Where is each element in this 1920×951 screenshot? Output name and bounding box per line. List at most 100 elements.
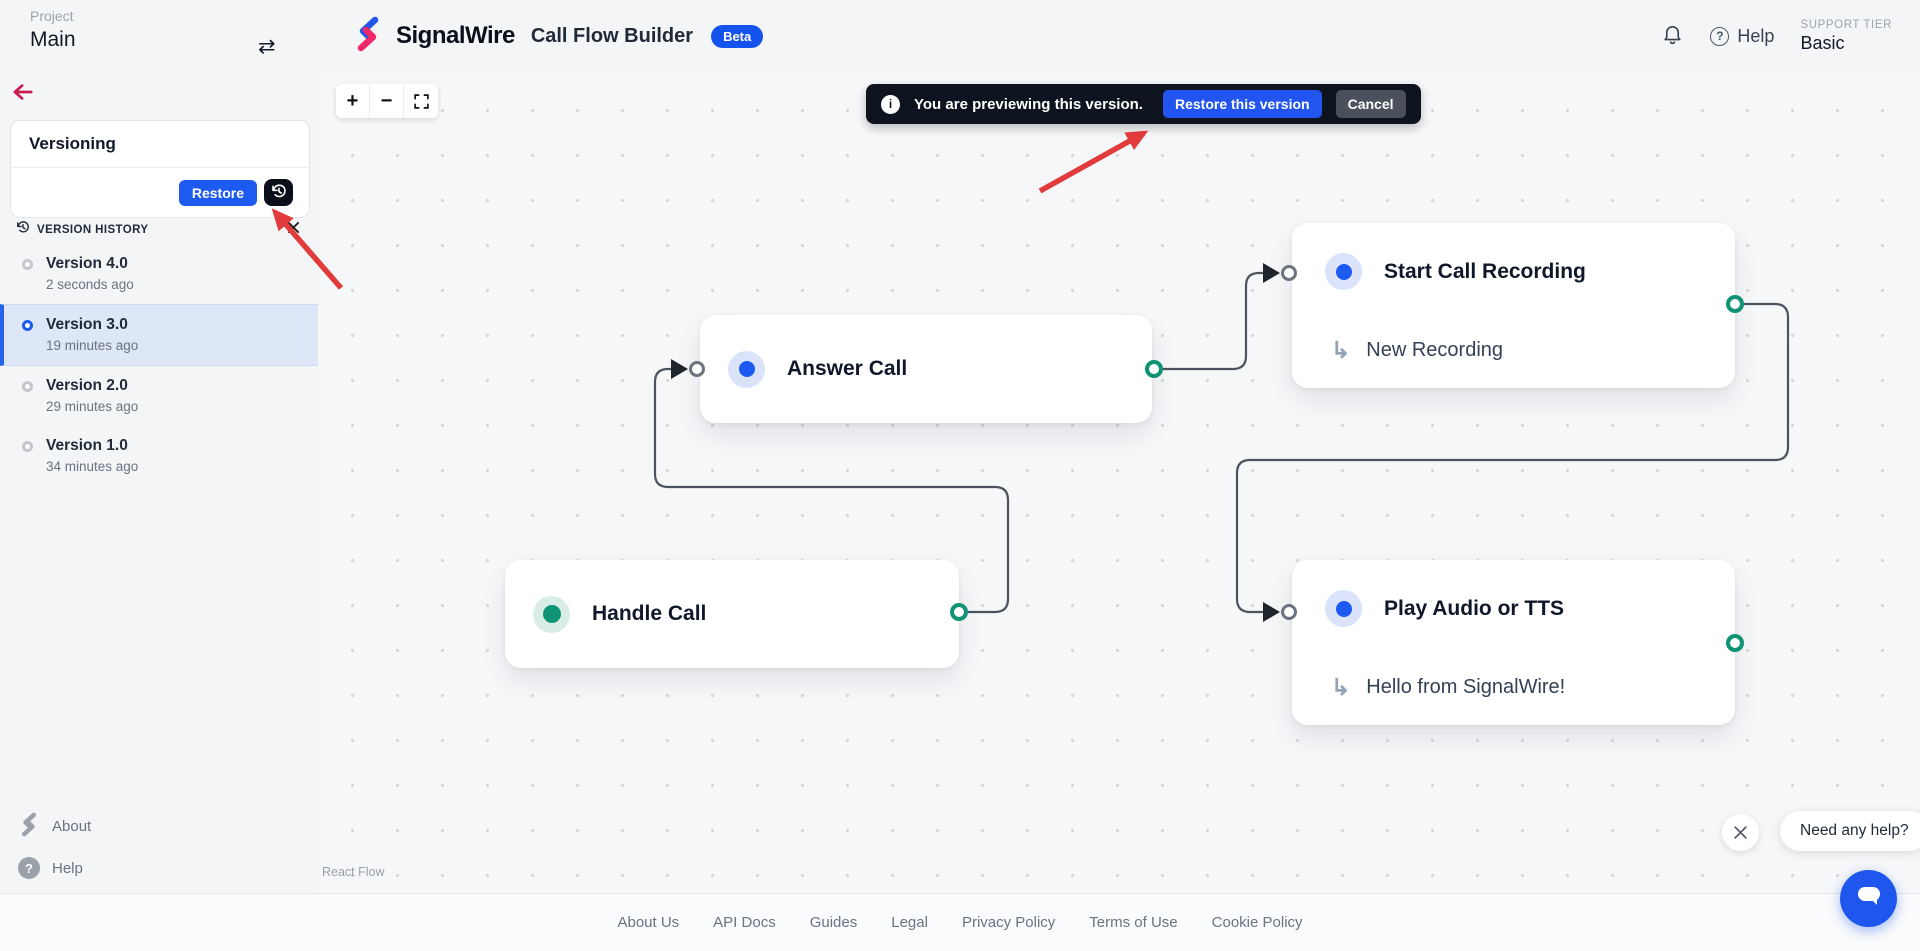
radio-icon	[22, 441, 33, 452]
help-label: Help	[1737, 25, 1775, 46]
node-title: Answer Call	[787, 357, 908, 380]
close-icon	[1734, 826, 1747, 839]
version-item-1[interactable]: Version 1.0 34 minutes ago	[0, 426, 318, 486]
node-answer-call[interactable]: Answer Call	[700, 315, 1152, 423]
node-title: Start Call Recording	[1384, 259, 1586, 283]
node-dot-icon	[1325, 590, 1362, 627]
app-header: Project Main ⇄ SignalWire Call Flow Buil…	[0, 0, 1920, 72]
version-time: 34 minutes ago	[46, 459, 139, 474]
dismiss-help-tooltip-button[interactable]	[1722, 814, 1759, 851]
zoom-out-button[interactable]: −	[370, 84, 404, 118]
fit-view-button[interactable]	[404, 84, 438, 118]
history-icon	[16, 220, 30, 239]
version-history-header: VERSION HISTORY	[0, 220, 318, 239]
branch-arrow-icon: ↳	[1331, 337, 1351, 363]
canvas-controls: + −	[336, 84, 438, 118]
sidebar-help-link[interactable]: ? Help	[18, 857, 91, 879]
brand-name: SignalWire	[396, 22, 515, 49]
support-tier-label: SUPPORT TIER	[1800, 18, 1892, 31]
version-history-title: VERSION HISTORY	[37, 223, 149, 236]
version-item-3[interactable]: Version 3.0 19 minutes ago	[0, 304, 318, 366]
version-time: 19 minutes ago	[46, 338, 139, 353]
bell-icon[interactable]	[1661, 22, 1684, 50]
help-label: Help	[52, 859, 83, 877]
brand-group: SignalWire Call Flow Builder Beta	[352, 0, 764, 72]
switch-project-icon[interactable]: ⇄	[258, 35, 276, 58]
support-tier-block: SUPPORT TIER Basic	[1800, 19, 1892, 54]
node-handle-call[interactable]: Handle Call	[505, 560, 959, 668]
close-icon[interactable]	[287, 221, 300, 239]
project-label: Project	[30, 8, 74, 24]
footer-link-legal[interactable]: Legal	[891, 914, 928, 931]
chat-launcher-button[interactable]	[1840, 870, 1897, 927]
signalwire-logo-icon	[352, 16, 384, 57]
node-title: Play Audio or TTS	[1384, 596, 1565, 620]
info-icon: i	[881, 94, 900, 114]
header-right: ? Help SUPPORT TIER Basic	[1661, 0, 1892, 72]
radio-icon	[22, 381, 33, 392]
footer-link-terms-of-use[interactable]: Terms of Use	[1089, 914, 1178, 931]
output-handle-handle-call[interactable]	[950, 603, 968, 621]
node-dot-icon	[1325, 253, 1362, 290]
radio-icon	[22, 320, 33, 331]
version-list: Version 4.0 2 seconds ago Version 3.0 19…	[0, 244, 318, 486]
signalwire-logo-gray-icon	[18, 812, 40, 841]
version-name: Version 3.0	[46, 316, 128, 333]
input-handle-answer-call[interactable]	[671, 359, 705, 379]
node-subtitle: Hello from SignalWire!	[1366, 676, 1566, 698]
flow-edges	[653, 271, 1790, 614]
beta-badge: Beta	[711, 24, 764, 48]
sidebar-bottom: About ? Help	[18, 812, 91, 879]
radio-icon	[22, 259, 33, 270]
footer-link-about-us[interactable]: About Us	[617, 914, 680, 931]
output-handle-play-audio[interactable]	[1726, 634, 1744, 652]
page-title: Call Flow Builder	[530, 24, 694, 47]
footer: About Us API Docs Guides Legal Privacy P…	[0, 893, 1920, 951]
chat-bubble-icon	[1855, 883, 1883, 914]
node-dot-icon	[533, 595, 570, 633]
history-icon	[271, 183, 287, 202]
footer-link-api-docs[interactable]: API Docs	[713, 914, 776, 931]
cancel-button[interactable]: Cancel	[1335, 90, 1406, 118]
banner-message: You are previewing this version.	[914, 95, 1143, 113]
output-handle-start-call-recording[interactable]	[1726, 295, 1744, 313]
about-link[interactable]: About	[18, 812, 91, 841]
input-arrow-icon	[671, 359, 688, 379]
version-name: Version 2.0	[46, 377, 128, 394]
footer-link-guides[interactable]: Guides	[809, 914, 858, 931]
node-play-audio-or-tts[interactable]: Play Audio or TTS ↳ Hello from SignalWir…	[1292, 560, 1735, 725]
versioning-panel-title: Versioning	[11, 121, 309, 168]
restore-this-version-button[interactable]: Restore this version	[1162, 90, 1322, 118]
question-icon: ?	[18, 857, 40, 879]
versioning-sidebar: Versioning Restore VERSION HISTORY	[0, 72, 318, 893]
output-handle-answer-call[interactable]	[1145, 360, 1163, 378]
input-handle-play-audio[interactable]	[1263, 602, 1297, 622]
footer-link-privacy-policy[interactable]: Privacy Policy	[961, 914, 1056, 931]
project-name: Main	[30, 28, 76, 51]
input-handle-start-call-recording[interactable]	[1263, 263, 1297, 283]
node-subtitle: New Recording	[1366, 339, 1504, 361]
versioning-panel: Versioning Restore	[10, 120, 310, 218]
about-label: About	[52, 818, 92, 835]
input-arrow-icon	[1263, 263, 1280, 283]
question-icon: ?	[1710, 26, 1730, 46]
version-history-toggle-button[interactable]	[264, 179, 293, 206]
back-arrow-icon[interactable]	[12, 82, 34, 107]
header-help-button[interactable]: ? Help	[1710, 26, 1774, 47]
version-item-4[interactable]: Version 4.0 2 seconds ago	[0, 244, 318, 304]
support-tier-value: Basic	[1800, 32, 1845, 53]
node-title: Handle Call	[592, 602, 707, 625]
version-name: Version 4.0	[46, 255, 128, 272]
project-block: Project Main	[30, 8, 76, 52]
zoom-in-button[interactable]: +	[336, 84, 370, 118]
flow-canvas[interactable]: + − i You are previewing this version. R…	[318, 72, 1920, 893]
node-dot-icon	[728, 350, 765, 388]
preview-version-banner: i You are previewing this version. Resto…	[866, 84, 1421, 124]
node-start-call-recording[interactable]: Start Call Recording ↳ New Recording	[1292, 223, 1735, 388]
version-item-2[interactable]: Version 2.0 29 minutes ago	[0, 366, 318, 426]
edge-answer-to-recording	[1161, 271, 1264, 371]
restore-button[interactable]: Restore	[178, 179, 257, 206]
react-flow-attribution: React Flow	[322, 865, 385, 879]
footer-link-cookie-policy[interactable]: Cookie Policy	[1211, 914, 1303, 931]
help-tooltip[interactable]: Need any help?	[1780, 811, 1920, 851]
